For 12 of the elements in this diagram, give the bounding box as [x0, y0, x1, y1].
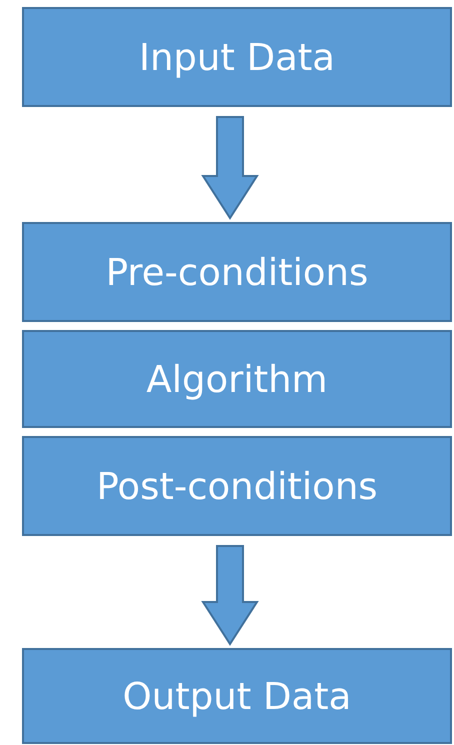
- process-box: [22, 436, 452, 536]
- process-box: [22, 648, 452, 744]
- box-label: Algorithm: [146, 358, 328, 400]
- box-label: Post-conditions: [96, 464, 378, 508]
- block-arrow: [201, 116, 259, 220]
- process-box: [22, 330, 452, 428]
- box-label: Pre-conditions: [106, 250, 368, 294]
- box-label: Input Data: [139, 36, 335, 78]
- box-label: Output Data: [122, 674, 352, 718]
- process-box: [22, 7, 452, 107]
- block-arrow: [201, 545, 259, 646]
- process-box: [22, 222, 452, 322]
